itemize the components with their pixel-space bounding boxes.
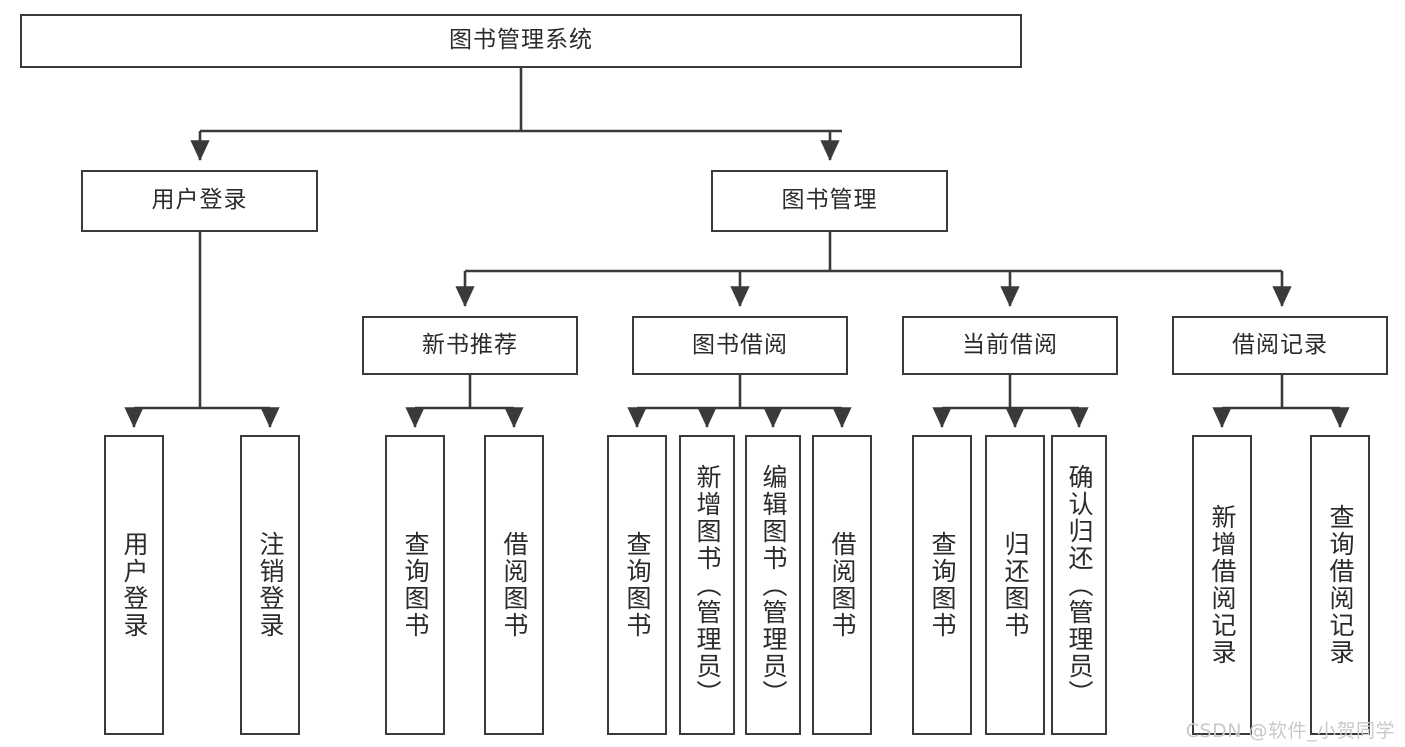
node-root-book-management-system[interactable]: 图书管理系统 — [20, 14, 1022, 68]
node-label: 用户登录 — [151, 187, 248, 214]
borrow-book-to-leaves-connectors — [627, 375, 852, 429]
node-leaf-borrow-book-recommend[interactable]: 借阅图书 — [484, 435, 544, 735]
node-leaf-add-book-admin[interactable]: 新增图书（管理员） — [679, 435, 735, 735]
node-book-management[interactable]: 图书管理 — [711, 170, 948, 232]
root-to-level2-connectors — [190, 68, 842, 162]
node-label: 用户登录 — [120, 531, 149, 639]
node-leaf-query-book-recommend[interactable]: 查询图书 — [385, 435, 445, 735]
node-book-borrow[interactable]: 图书借阅 — [632, 316, 848, 375]
node-label: 查询图书 — [928, 531, 957, 639]
node-label: 当前借阅 — [962, 331, 1058, 358]
node-label: 查询图书 — [401, 531, 430, 639]
user-login-to-leaves-connectors — [124, 232, 280, 429]
node-label: 查询借阅记录 — [1326, 504, 1355, 666]
node-leaf-logout[interactable]: 注销登录 — [240, 435, 300, 735]
node-leaf-query-borrow-record[interactable]: 查询借阅记录 — [1310, 435, 1370, 735]
node-label: 编辑图书（管理员） — [759, 463, 788, 707]
node-label: 新增借阅记录 — [1208, 504, 1237, 666]
current-borrow-to-leaves-connectors — [932, 375, 1089, 429]
node-label: 确认归还（管理员） — [1065, 463, 1094, 707]
node-leaf-user-login[interactable]: 用户登录 — [104, 435, 164, 735]
node-label: 借阅图书 — [828, 531, 857, 639]
node-current-borrow[interactable]: 当前借阅 — [902, 316, 1118, 375]
node-leaf-return-book[interactable]: 归还图书 — [985, 435, 1045, 735]
node-leaf-borrow-book[interactable]: 借阅图书 — [812, 435, 872, 735]
new-book-to-leaves-connectors — [405, 375, 524, 429]
node-label: 新书推荐 — [422, 331, 518, 358]
node-label: 新增图书（管理员） — [693, 463, 722, 707]
watermark-text: CSDN @软件_小贺同学 — [1185, 720, 1395, 742]
node-label: 查询图书 — [623, 531, 652, 639]
node-leaf-edit-book-admin[interactable]: 编辑图书（管理员） — [745, 435, 801, 735]
node-label: 图书管理系统 — [449, 27, 593, 54]
node-label: 借阅图书 — [500, 531, 529, 639]
node-borrow-record[interactable]: 借阅记录 — [1172, 316, 1388, 375]
book-manage-to-level3-connectors — [455, 232, 1292, 308]
node-new-book-recommend[interactable]: 新书推荐 — [362, 316, 578, 375]
borrow-record-to-leaves-connectors — [1212, 375, 1350, 429]
node-leaf-confirm-return-admin[interactable]: 确认归还（管理员） — [1051, 435, 1107, 735]
node-label: 图书管理 — [781, 187, 878, 214]
node-user-login[interactable]: 用户登录 — [81, 170, 318, 232]
node-label: 归还图书 — [1001, 531, 1030, 639]
node-leaf-query-book-borrow[interactable]: 查询图书 — [607, 435, 667, 735]
node-label: 图书借阅 — [692, 331, 788, 358]
node-label: 借阅记录 — [1232, 331, 1328, 358]
node-leaf-query-book-current[interactable]: 查询图书 — [912, 435, 972, 735]
node-leaf-add-borrow-record[interactable]: 新增借阅记录 — [1192, 435, 1252, 735]
node-label: 注销登录 — [256, 531, 285, 639]
